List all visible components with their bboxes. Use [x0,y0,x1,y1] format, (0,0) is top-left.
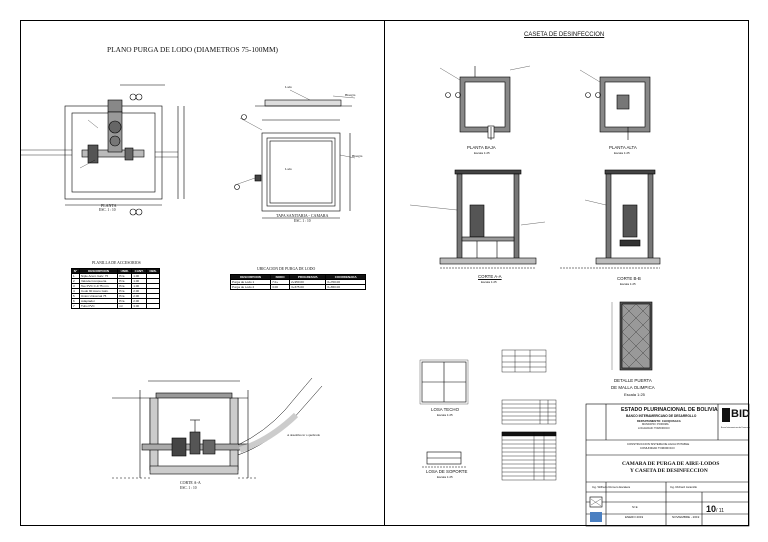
sheet-divider [384,20,385,526]
accesorios-cell: ml [117,303,133,309]
accesorios-title: PLANILLA DE ACCESORIOS [92,261,141,265]
planta-baja-label: PLANTA BAJA [467,145,496,150]
losa-techo-view [419,359,469,405]
tb-designer: Ing. Wilfredo Romero Escalera [592,485,631,489]
corte-aa-view [112,377,323,479]
tb-project-2: COMUNIDAD TOMOROCO [640,446,675,450]
planta-baja-scale: Escala 1:25 [474,151,490,155]
tb-bank: BANCO INTERAMERICANO DE DESARROLLO [626,414,697,418]
tb-date: ENERO 2019 [625,515,644,519]
tb-sheet: 10 [706,504,717,514]
accesorios-cell [146,303,160,309]
losa-soporte-view [422,451,466,468]
tb-sheet-total: / 11 [716,508,724,514]
tapa-scale: ESC. 1 : 10 [294,219,311,223]
losa-techo-label: LOSA TECHO [431,407,459,412]
corte-b-scale: Escala 1:25 [620,282,636,286]
losa-soporte-label: LOSA DE SOPORTE [426,469,468,474]
tb-project-1: CONSTRUCCION SISTEMA DE AGUA POTABLE [627,442,690,446]
planta-label: PLANTA [101,203,117,208]
corte-aa-note: A desembocar a quebrada [287,433,320,437]
planta-alta-view [579,69,651,140]
tb-localidad: LOCALIDAD: TOMOROCO [638,427,670,430]
tb-reviewer: Ing. Richard Jaramillo [670,485,698,489]
tapa-sanitaria-view [234,89,356,219]
tb-revision: NOVIEMBRE - 2019 [672,515,700,519]
tapa-bisagra-label: Bisagra [345,93,356,97]
ubicacion-cell: 3+675.00 [289,284,327,290]
tapa-lado-label-2: Lado [285,167,292,171]
tb-logo: BID [731,408,750,420]
corte-aa-label: CORTE A-A [180,480,201,485]
tb-plan-title-2: Y CASETA DE DESINFECCION [630,468,708,474]
planta-alta-label: PLANTA ALTA [609,145,637,150]
tapa-label: TAPA SANITARIA - CAMARA [276,213,329,218]
title-block-frame [585,403,750,527]
corte-a-view [409,169,546,269]
planta-baja-view [439,65,531,140]
tapa-lado-label: Lado [285,85,292,89]
tb-sheet-number: 10/ 11 [706,505,724,514]
corte-b-label: CORTE B-B [617,276,641,281]
tb-entity: ESTADO PLURINACIONAL DE BOLIVIA [621,407,718,413]
losa-techo-scale: Escala 1:25 [437,413,453,417]
losa-soporte-scale: Escala 1:25 [437,475,453,479]
tb-scale: S/ E [632,505,638,509]
planta-view [20,84,185,216]
detalle-puerta-view [611,301,653,371]
corte-a-scale: Escala 1:25 [481,280,497,284]
detalle-puerta-scale: Escala 1:25 [624,392,645,397]
tb-plan-title-1: CAMARA DE PURGA DE AIRE-LODOS [622,461,720,467]
planta-scale: ESC. 1 : 10 [99,208,116,212]
planta-alta-scale: Escala 1:25 [614,151,630,155]
tapa-bisagra-label-2: Bisagra [352,154,363,158]
left-plan-title: PLANO PURGA DE LODO (DIAMETROS 75-100MM) [107,45,279,54]
corte-a-label: CORTE A-A [478,274,502,279]
corte-b-view [560,169,661,269]
detalle-puerta-label-2: DE MALLA OLIMPICA [611,385,655,390]
detalle-puerta-label-1: DETALLE PUERTA [614,378,652,383]
tb-logo-sub: Banco Interamericano de Desarrollo [721,427,750,429]
accesorios-cell: Tubo PVC [78,303,119,309]
ubicacion-cell: 0+650.00 [325,284,366,290]
corte-aa-scale: ESC. 1 : 10 [180,486,197,490]
ubicacion-title: UBICACION DE PURGA DE LODO [257,267,316,271]
right-plan-title: CASETA DE DESINFECCION [524,32,605,38]
right-detail-tables [501,349,557,481]
tb-dept: DEPARTAMENTO: CHUQUISACA [637,419,681,423]
tb-municipio: MUNICIPIO: POROMA [642,423,669,426]
